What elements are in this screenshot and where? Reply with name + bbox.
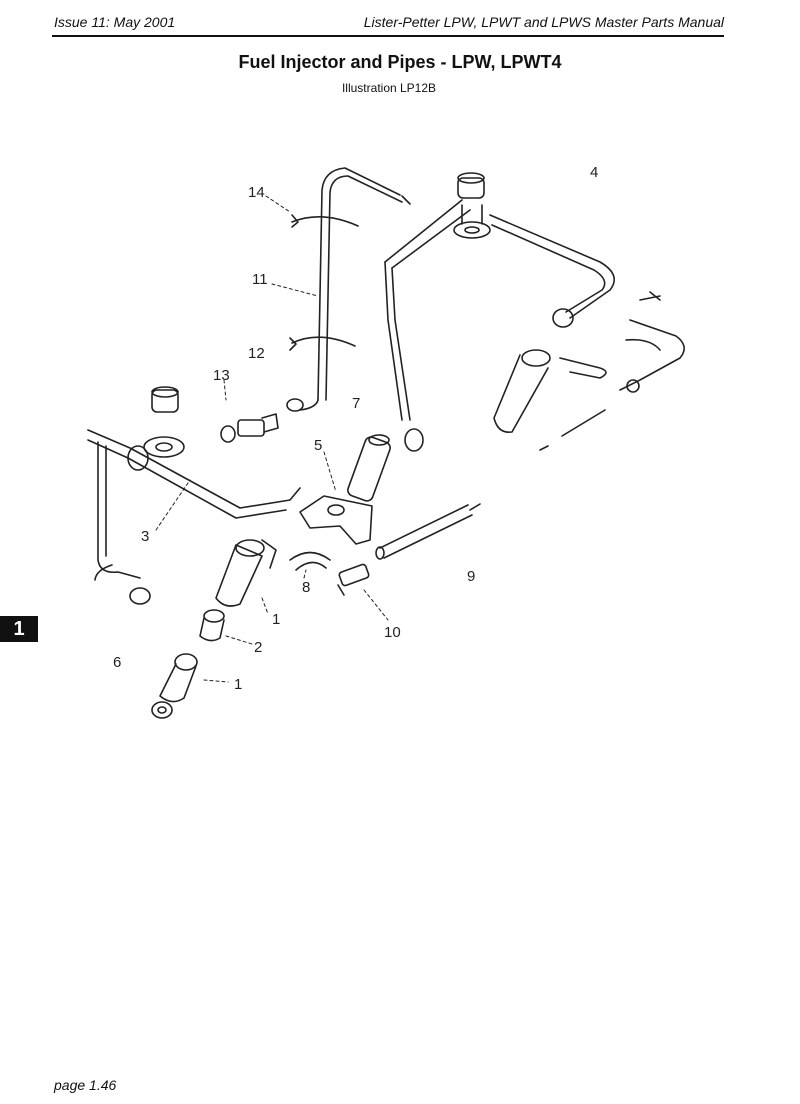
- callout-8: 8: [302, 579, 310, 596]
- fuel-injector-1: [215, 539, 277, 607]
- callout-7: 7: [352, 395, 360, 412]
- callout-1-lower: 1: [234, 676, 242, 693]
- callout-6: 6: [113, 654, 121, 671]
- banjo-bolt-upper: [453, 172, 491, 239]
- banjo-bolt-lower: [127, 386, 185, 471]
- section-tab: 1: [0, 616, 38, 642]
- callout-2: 2: [254, 639, 262, 656]
- injector-sleeve-lower: [151, 653, 198, 719]
- page-number: page 1.46: [54, 1077, 117, 1093]
- fuel-pipe-7: [384, 199, 463, 263]
- callout-5: 5: [314, 437, 322, 454]
- header-rule: [52, 35, 724, 37]
- page-title: Fuel Injector and Pipes - LPW, LPWT4: [238, 52, 562, 72]
- callout-14: 14: [248, 184, 265, 201]
- injector-clamp-5: [299, 434, 391, 545]
- injector-rod-9: [375, 503, 481, 560]
- fuel-pipe-3: [87, 429, 301, 509]
- callout-4: 4: [590, 164, 598, 181]
- union-fitting-10: [337, 563, 370, 596]
- fuel-pipe-long: [317, 167, 401, 401]
- pipe-clip-lower: [291, 336, 356, 347]
- fuel-pipe-4: [489, 214, 616, 319]
- illustration-reference: Illustration LP12B: [341, 81, 437, 95]
- pipe-clip-upper: [291, 216, 359, 227]
- fuel-filter-element: [493, 349, 607, 434]
- callout-3: 3: [141, 528, 149, 545]
- callout-10: 10: [384, 624, 401, 641]
- header-issue: Issue 11: May 2001: [54, 14, 176, 30]
- callout-12: 12: [248, 345, 265, 362]
- leak-off-pipe-8: [289, 551, 331, 561]
- union-assembly-13: [220, 413, 279, 443]
- callout-9: 9: [467, 568, 475, 585]
- header-manual-title: Lister-Petter LPW, LPWT and LPWS Master …: [363, 14, 724, 30]
- callout-1-upper: 1: [272, 611, 280, 628]
- callout-11: 11: [252, 271, 268, 288]
- injector-seal-2: [199, 609, 225, 642]
- callout-13: 13: [213, 367, 230, 384]
